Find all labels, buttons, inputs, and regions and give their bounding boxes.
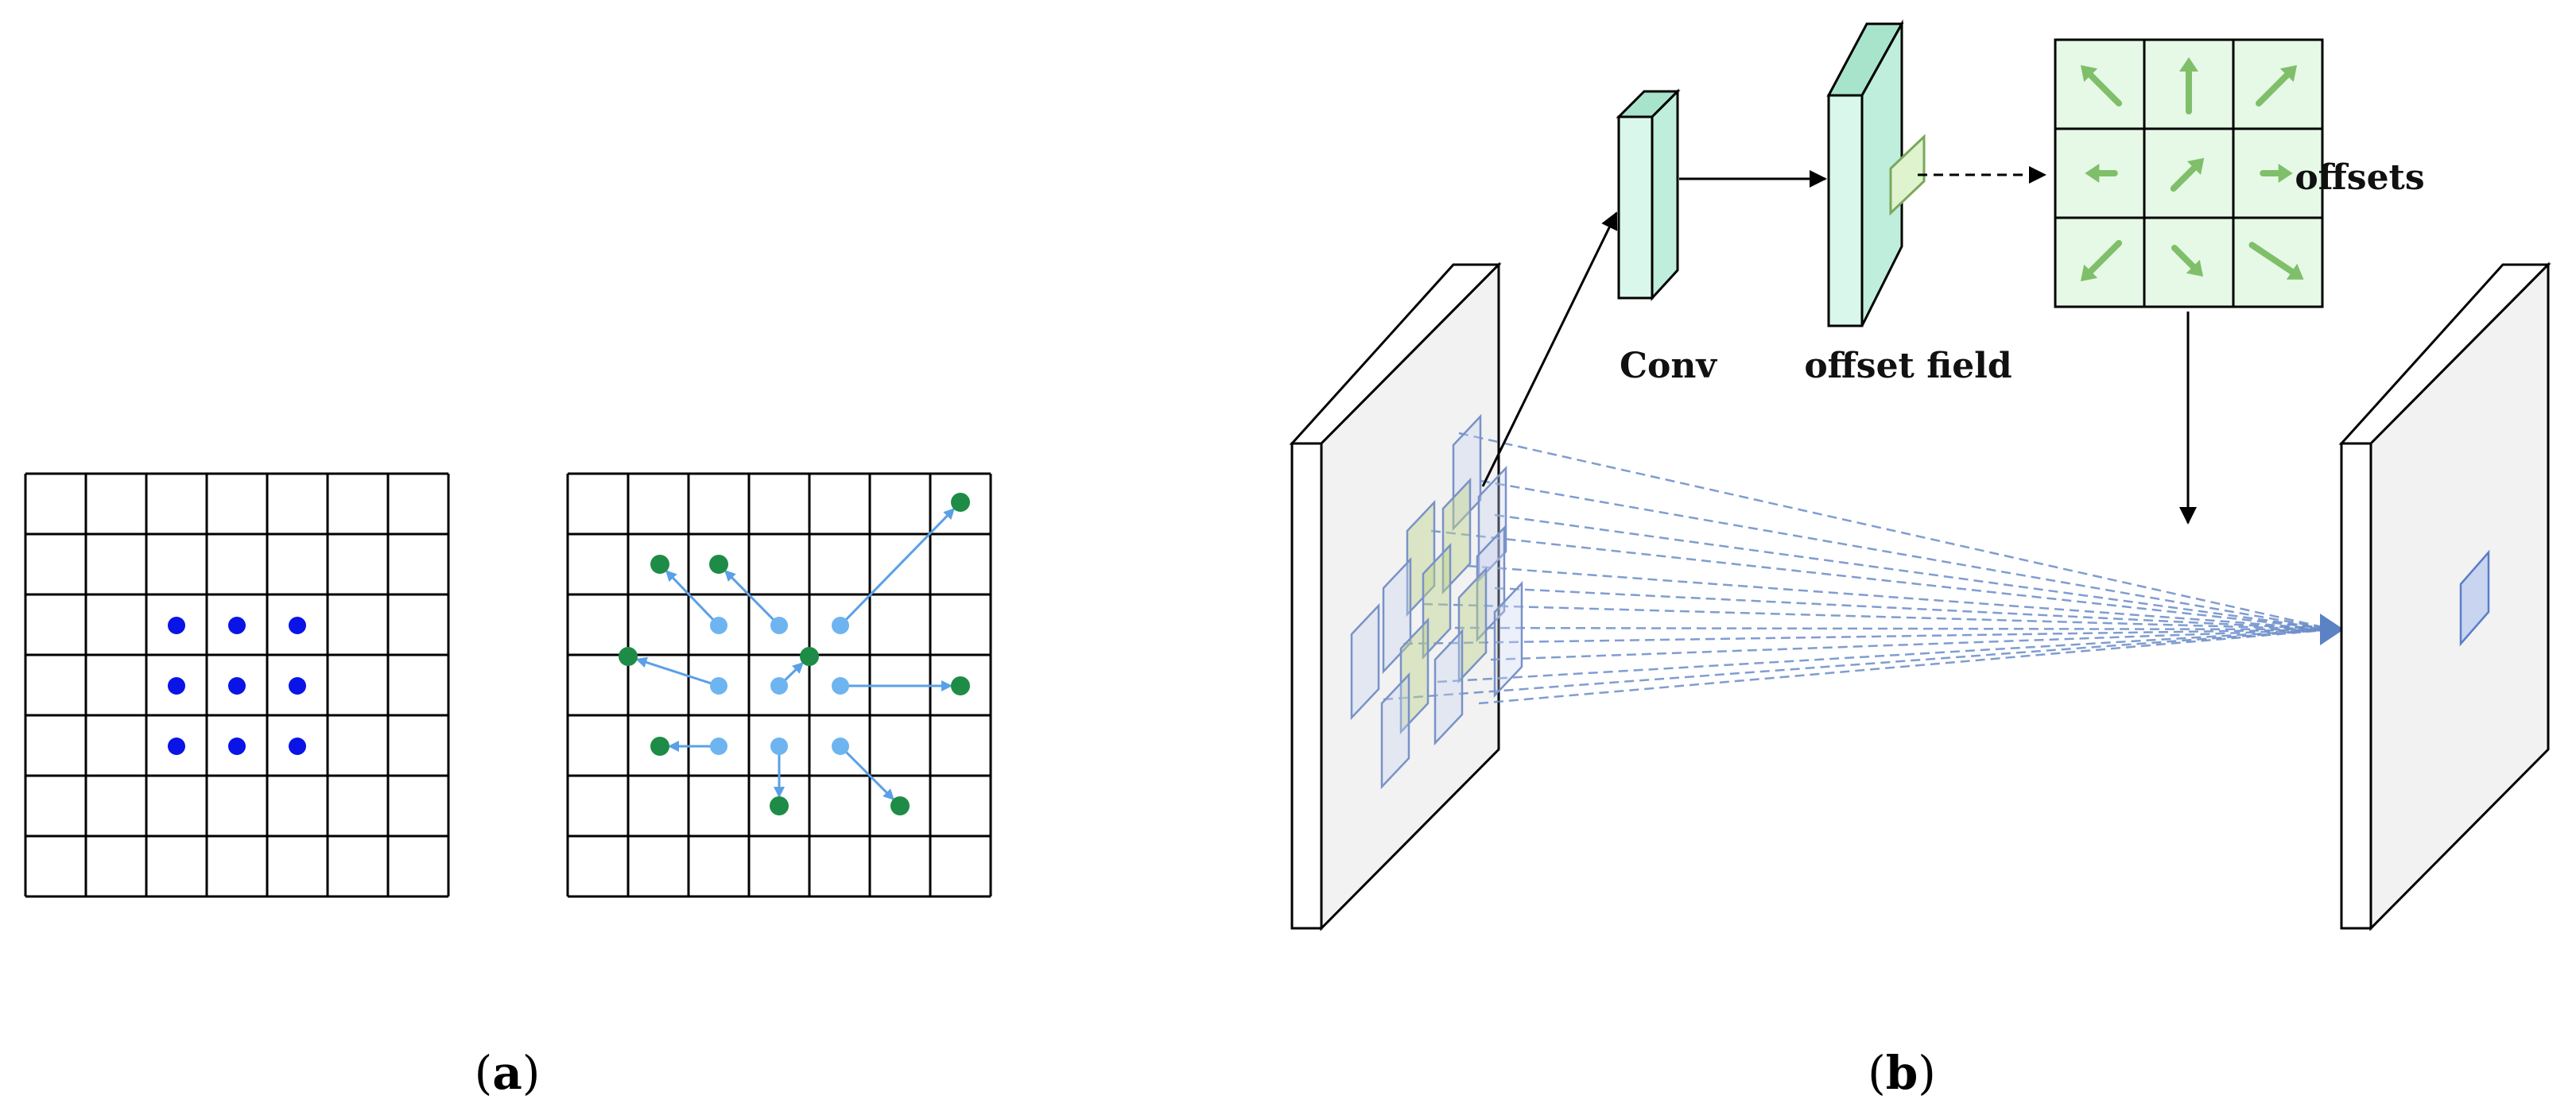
conv-block [1616, 88, 1681, 301]
arrow-left-icon [2085, 164, 2118, 183]
projection-arrowhead [2320, 614, 2344, 645]
regular-sample-point [228, 738, 246, 755]
sampling-patch [1433, 628, 1464, 746]
offset-arrow [839, 508, 956, 627]
output-feature-map [2338, 261, 2551, 931]
original-sample-point [710, 738, 727, 755]
regular-sample-point [168, 677, 185, 695]
sampling-patch [1452, 413, 1482, 532]
regular-sample-point [228, 617, 246, 634]
conv-label: Conv [1620, 346, 1717, 386]
original-sample-point [770, 617, 788, 634]
regular-sample-point [289, 738, 306, 755]
projection-line [1494, 513, 2334, 631]
original-sample-point [710, 677, 727, 695]
original-sample-point [770, 738, 788, 755]
offset-cell [2054, 38, 2146, 130]
arrow-down-right-icon [2248, 242, 2304, 280]
deformed-sample-point [650, 555, 669, 574]
arrow-down-left-icon [2080, 239, 2123, 282]
projection-line [1454, 626, 2334, 631]
offset-arrow [665, 570, 720, 627]
arrow-down-right-icon [2171, 244, 2204, 277]
regular-sample-point [289, 677, 306, 695]
regular-sample-point [228, 677, 246, 695]
sampling-patch [1350, 602, 1380, 721]
deformable-sampling-grid [566, 472, 992, 898]
offset-arrow [839, 745, 894, 800]
deformed-sample-point [709, 555, 728, 574]
deformed-sample-point [650, 737, 669, 756]
projection-line [1437, 628, 2334, 683]
sampling-patch [1382, 556, 1412, 675]
projection-line [1478, 628, 2334, 705]
offset-field-block [1826, 19, 1926, 327]
input-to-conv-arrow [1481, 211, 1618, 487]
sampling-patch [1422, 542, 1452, 660]
panel-a-caption: (a) [475, 1046, 541, 1100]
projection-line [1383, 628, 2334, 701]
arrow-up-right-icon [2255, 64, 2298, 107]
original-sample-point [832, 738, 849, 755]
deformed-sample-point [800, 647, 819, 666]
original-sample-point [832, 617, 849, 634]
output-pixel [2459, 549, 2490, 647]
projection-line [1466, 564, 2334, 631]
deformed-sample-point [951, 676, 970, 695]
sampling-patch [1476, 525, 1506, 643]
original-sample-point [770, 677, 788, 695]
offset-field-label: offset field [1804, 346, 2012, 386]
offsets-grid [2054, 38, 2324, 308]
projection-line [1494, 587, 2334, 631]
projection-line [1480, 479, 2334, 631]
projection-lines [1383, 432, 2334, 705]
deformed-sample-point [890, 796, 910, 815]
sampling-patch [1457, 566, 1488, 684]
projection-line [1458, 432, 2334, 631]
offset-field-patch [1889, 134, 1926, 216]
arrow-up-left-icon [2080, 64, 2123, 107]
sampling-patch [1380, 672, 1410, 790]
offset-arrow [635, 656, 720, 687]
sampling-patch [1493, 580, 1523, 699]
projection-line [1402, 628, 2334, 645]
deformed-sample-point [619, 647, 638, 666]
arrow-right-icon [2260, 164, 2293, 183]
sampling-patch [1399, 617, 1430, 735]
deformed-sample-point [951, 493, 970, 512]
sampling-patches [1350, 413, 1523, 790]
sampling-patch [1406, 499, 1436, 618]
sampling-patch [1477, 465, 1507, 583]
offset-arrow [724, 570, 781, 627]
original-sample-point [832, 677, 849, 695]
original-sample-point [710, 617, 727, 634]
projection-line [1490, 628, 2334, 661]
arrow-up-icon [2179, 57, 2198, 114]
regular-sample-point [168, 738, 185, 755]
regular-sample-point [168, 617, 185, 634]
offsets-label: offsets [2295, 157, 2424, 198]
deformed-sample-point [770, 796, 789, 815]
projection-line [1422, 602, 2334, 631]
projection-line [1430, 529, 2334, 631]
regular-sampling-grid [24, 472, 450, 898]
regular-sample-point [289, 617, 306, 634]
arrow-up-right-icon [2170, 157, 2205, 192]
panel-b-caption: (b) [1868, 1046, 1936, 1100]
